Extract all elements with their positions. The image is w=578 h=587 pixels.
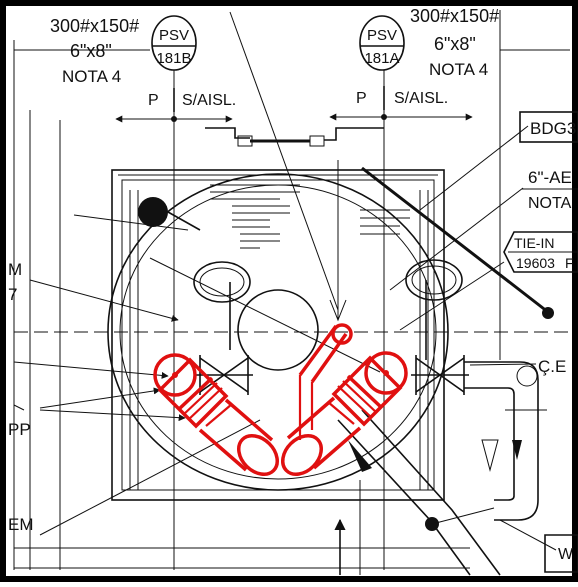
right-manway-ellipse bbox=[405, 259, 463, 301]
left-flow-s-label: S/AISL. bbox=[182, 92, 236, 109]
outlet-elbow-outer bbox=[464, 361, 539, 521]
top-left-pipe-stub bbox=[205, 127, 250, 139]
left-psv-flange-2 bbox=[182, 382, 218, 416]
left-section-leader bbox=[167, 211, 201, 231]
diagonal-leader-2 bbox=[149, 257, 381, 373]
right-psv-highlight bbox=[281, 323, 408, 476]
bottom-pipe-flow-arrow bbox=[348, 440, 372, 472]
left-valve-size: 6"x8" bbox=[70, 41, 112, 61]
pp-bracket bbox=[13, 404, 25, 411]
right-psv-outlet-band bbox=[327, 401, 355, 425]
right-psv-flange-2 bbox=[342, 380, 378, 414]
tie-in-label-tail: F bbox=[565, 255, 574, 271]
centerline-label: Ç.E bbox=[538, 357, 566, 376]
nota-label: NOTA bbox=[528, 195, 572, 212]
left-psv-flange-3 bbox=[187, 387, 223, 421]
right-flow-s-label: S/AISL. bbox=[394, 90, 448, 107]
left-psv-outlet-pipe bbox=[198, 398, 274, 472]
em-leader bbox=[39, 419, 261, 536]
right-gate-valve bbox=[411, 355, 469, 395]
bracing-strut-end bbox=[542, 307, 554, 319]
right-psv-flange-3 bbox=[337, 385, 373, 419]
central-nozzle bbox=[237, 289, 319, 371]
seven-label: 7 bbox=[8, 285, 17, 304]
central-vertical-arrowhead bbox=[329, 299, 347, 322]
left-psv-outlet-end bbox=[237, 434, 279, 476]
bottom-diagonal-pipe-left bbox=[337, 419, 471, 576]
outlet-elbow-inner bbox=[464, 387, 515, 501]
left-psv-outlet-band bbox=[205, 403, 233, 427]
left-psv-highlight bbox=[153, 353, 279, 476]
right-psv-riser-legs bbox=[298, 375, 314, 440]
w-label-box bbox=[544, 534, 578, 573]
m-label: M bbox=[8, 260, 22, 279]
m-leader bbox=[29, 279, 179, 322]
left-psv-inlet-circle bbox=[153, 353, 197, 397]
top-header-flange-left bbox=[237, 135, 253, 147]
left-support-beam bbox=[73, 214, 189, 231]
right-psv-inlet-circle bbox=[364, 351, 408, 395]
pp-leader-2 bbox=[39, 409, 186, 422]
right-valve-note: NOTA 4 bbox=[429, 60, 488, 79]
platform-frame bbox=[111, 169, 445, 501]
right-psv-outlet-end bbox=[281, 434, 323, 476]
pp-leader-1 bbox=[39, 387, 161, 409]
tie-in-label-line2: 19603 bbox=[516, 255, 555, 271]
right-valve-rating: 300#x150# bbox=[410, 6, 499, 26]
left-psv-flange bbox=[176, 376, 214, 412]
centerline-leader bbox=[469, 363, 537, 366]
left-manway-inner bbox=[199, 267, 245, 297]
left-section-marker bbox=[138, 197, 168, 227]
right-flow-p-label: P bbox=[356, 90, 367, 107]
right-psv-flange bbox=[346, 374, 384, 410]
right-psv-riser-top bbox=[331, 323, 353, 345]
left-manway-ellipse bbox=[193, 261, 251, 303]
right-psv-riser bbox=[298, 324, 348, 384]
bottom-diagonal-pipe-right bbox=[361, 409, 501, 576]
ae-leader bbox=[389, 187, 524, 291]
em-label: EM bbox=[8, 515, 34, 534]
outlet-triangle-marker bbox=[481, 439, 499, 472]
bdg-leader bbox=[419, 125, 529, 211]
psv-181a-tag-line2: 181A bbox=[364, 50, 399, 67]
w-leader bbox=[499, 519, 557, 551]
top-right-pipe-stub bbox=[324, 127, 384, 141]
right-manway-inner bbox=[411, 265, 457, 295]
psv-181b-tag-line1: PSV bbox=[159, 27, 189, 44]
psv-181a-tag-line1: PSV bbox=[367, 27, 397, 44]
bdg-label-box bbox=[519, 111, 578, 143]
tiein-leader bbox=[399, 261, 505, 331]
vessel-outline bbox=[107, 173, 449, 491]
diagonal-leader-1 bbox=[229, 11, 339, 311]
w-label: W bbox=[558, 546, 574, 563]
right-valve-size: 6"x8" bbox=[434, 34, 476, 54]
psv-181a-tag-bubble bbox=[359, 15, 405, 71]
grating-hatch bbox=[129, 184, 429, 490]
top-header-flange-right bbox=[309, 135, 325, 147]
tie-in-hexagon bbox=[503, 231, 578, 273]
bottom-pipe-support-leader bbox=[431, 507, 495, 525]
left-valve-rating: 300#x150# bbox=[50, 16, 139, 36]
bdg-label: BDG3 bbox=[530, 119, 576, 138]
outlet-elbow-joint bbox=[516, 365, 538, 387]
outlet-flow-arrow bbox=[512, 440, 522, 460]
tie-in-label-line1: TIE-IN bbox=[514, 235, 554, 251]
left-flow-p-label: P bbox=[148, 92, 159, 109]
line-ae-label: 6"-AE bbox=[528, 168, 572, 187]
left-pipe-leader bbox=[13, 361, 169, 379]
psv-181b-tag-line2: 181B bbox=[156, 50, 191, 67]
left-valve-note: NOTA 4 bbox=[62, 67, 121, 86]
pp-label: PP bbox=[8, 420, 31, 439]
